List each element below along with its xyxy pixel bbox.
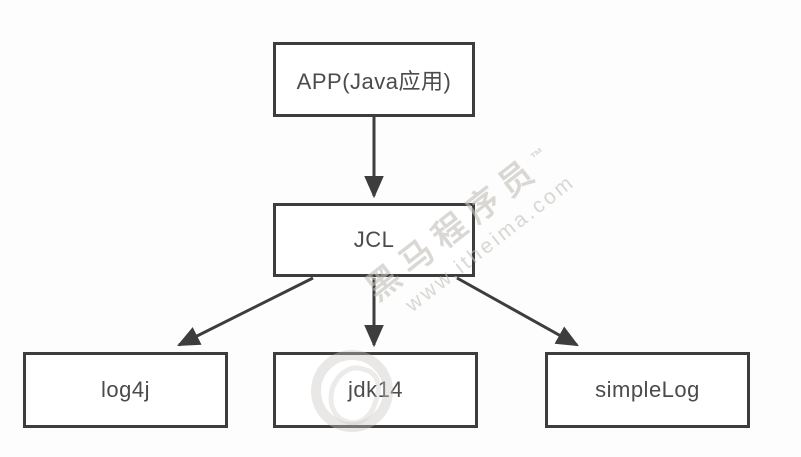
node-jcl-label: JCL: [353, 227, 395, 252]
node-jcl: JCL: [273, 203, 475, 277]
node-app-label: APP(Java应用): [296, 68, 452, 94]
node-simplelog-label: simpleLog: [595, 377, 700, 402]
node-jdk14: jdk14: [273, 352, 478, 428]
node-app: APP(Java应用): [273, 42, 475, 117]
node-log4j: log4j: [23, 352, 228, 428]
edge-jcl-simplelog: [456, 276, 579, 347]
node-jdk14-label: jdk14: [347, 377, 404, 402]
edge-jcl-log4j: [176, 276, 314, 347]
node-simplelog: simpleLog: [545, 352, 750, 428]
node-log4j-label: log4j: [101, 377, 150, 402]
